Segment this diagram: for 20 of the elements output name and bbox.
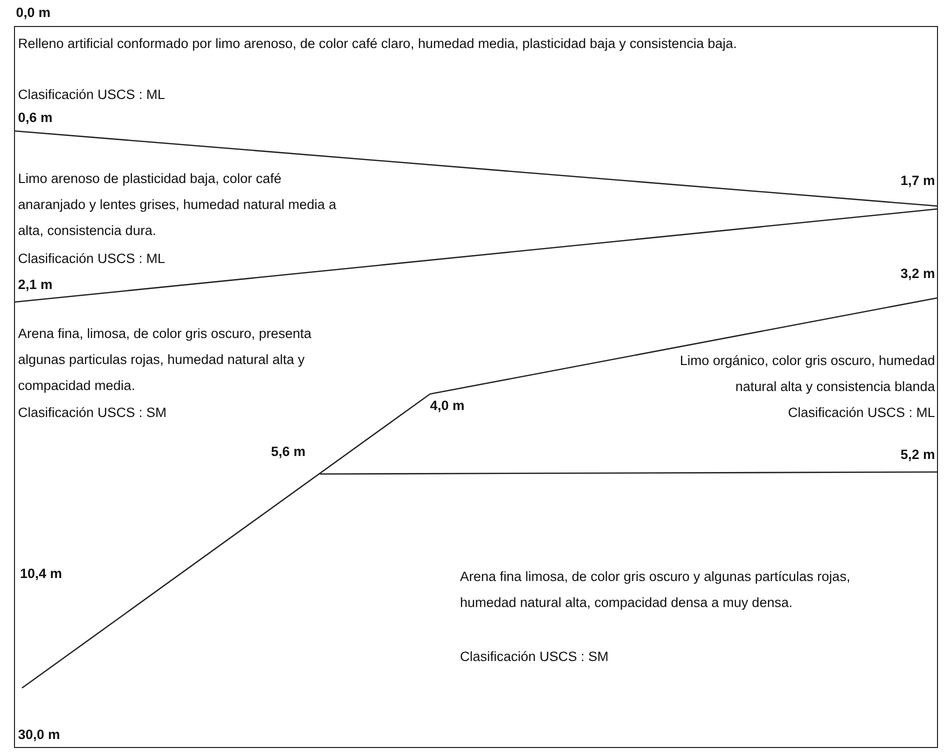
depth-label: 0,6 m xyxy=(18,109,53,127)
depth-label: 2,1 m xyxy=(18,276,53,294)
depth-label: 3,2 m xyxy=(900,265,935,283)
soil-description: Relleno artificial conformado por limo arenoso, de color café claro, humedad media, plasticidad baja y consistencia baja. xyxy=(18,35,738,53)
uscs-classification: Clasificación USCS : ML xyxy=(18,86,166,104)
soil-description: Limo orgánico, color gris oscuro, humedad natural alta y consistencia blanda xyxy=(678,352,935,396)
depth-label: 4,0 m xyxy=(430,397,465,415)
uscs-classification: Clasificación USCS : SM xyxy=(460,648,609,666)
uscs-classification: Clasificación USCS : SM xyxy=(18,404,167,422)
depth-label: 30,0 m xyxy=(18,726,60,744)
soil-description: Arena fina limosa, de color gris oscuro y algunas partículas rojas, humedad natural alta, compacidad densa a muy densa. xyxy=(460,568,852,612)
uscs-classification: Clasificación USCS : ML xyxy=(18,250,166,268)
depth-label: 1,7 m xyxy=(900,172,935,190)
soil-description: Limo arenoso de plasticidad baja, color café anaranjado y lentes grises, humedad natural media a alta, consistencia dura. xyxy=(18,170,338,240)
uscs-classification: Clasificación USCS : ML xyxy=(788,404,935,422)
depth-label: 10,4 m xyxy=(20,565,62,583)
soil-description: Arena fina, limosa, de color gris oscuro, presenta algunas particulas rojas, humedad natural alta y compacidad media. xyxy=(18,325,312,395)
depth-label: 5,2 m xyxy=(900,446,935,464)
depth-label: 5,6 m xyxy=(271,443,306,461)
depth-label: 0,0 m xyxy=(16,4,51,22)
